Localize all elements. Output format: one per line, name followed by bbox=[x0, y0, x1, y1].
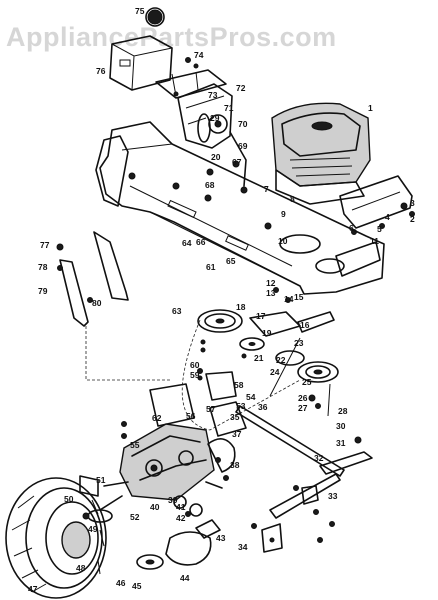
hardware-fasteners bbox=[121, 421, 362, 543]
callout-48: 48 bbox=[76, 563, 86, 573]
callout-35: 35 bbox=[230, 412, 240, 422]
callout-60: 60 bbox=[190, 360, 200, 370]
callout-42: 42 bbox=[176, 513, 186, 523]
callout-38: 38 bbox=[230, 460, 240, 470]
drive-belt-path bbox=[181, 319, 301, 431]
callout-21: 21 bbox=[254, 353, 264, 363]
lift-rod-assembly bbox=[56, 231, 172, 381]
callout-1: 1 bbox=[368, 103, 373, 113]
callout-24: 24 bbox=[270, 367, 280, 377]
callout-28: 28 bbox=[338, 406, 348, 416]
callout-57: 57 bbox=[206, 404, 216, 414]
callout-41: 41 bbox=[176, 502, 186, 512]
callout-61: 61 bbox=[206, 262, 216, 272]
callout-64: 64 bbox=[182, 238, 192, 248]
callout-71: 71 bbox=[224, 103, 234, 113]
rear-wheel-tire bbox=[5, 477, 123, 599]
callout-79: 79 bbox=[38, 286, 48, 296]
callout-10: 10 bbox=[278, 236, 288, 246]
callout-77: 77 bbox=[40, 240, 50, 250]
callout-51: 51 bbox=[96, 475, 106, 485]
callout-9: 9 bbox=[281, 209, 286, 219]
callout-30: 30 bbox=[336, 421, 346, 431]
callout-7: 7 bbox=[264, 184, 269, 194]
callout-39: 39 bbox=[168, 495, 178, 505]
callout-58: 58 bbox=[234, 380, 244, 390]
callout-50: 50 bbox=[64, 494, 74, 504]
callout-78: 78 bbox=[38, 262, 48, 272]
callout-56: 56 bbox=[186, 411, 196, 421]
callout-5: 5 bbox=[377, 224, 382, 234]
callout-67: 67 bbox=[232, 157, 242, 167]
callout-52: 52 bbox=[130, 512, 140, 522]
callout-66: 66 bbox=[196, 237, 206, 247]
callout-15: 15 bbox=[294, 292, 304, 302]
callout-43: 43 bbox=[216, 533, 226, 543]
callout-53: 53 bbox=[236, 401, 246, 411]
callout-76: 76 bbox=[96, 66, 106, 76]
callout-17: 17 bbox=[256, 311, 266, 321]
callout-13: 13 bbox=[266, 288, 276, 298]
callout-65: 65 bbox=[226, 256, 236, 266]
callout-8: 8 bbox=[290, 194, 295, 204]
callout-27: 27 bbox=[298, 403, 308, 413]
callout-labels: 1 2 3 4 5 6 7 8 9 10 11 12 13 14 15 16 1… bbox=[28, 6, 415, 594]
callout-70: 70 bbox=[238, 119, 248, 129]
callout-19: 19 bbox=[262, 328, 272, 338]
callout-25: 25 bbox=[302, 377, 312, 387]
callout-80: 80 bbox=[92, 298, 102, 308]
callout-37: 37 bbox=[232, 429, 242, 439]
drive-pulley-assembly bbox=[197, 287, 339, 417]
clutch-brake-linkage bbox=[235, 405, 373, 553]
idler-bracket bbox=[197, 339, 247, 437]
engine-mount-bracket bbox=[339, 175, 415, 235]
callout-26: 26 bbox=[298, 393, 308, 403]
callout-11: 11 bbox=[370, 236, 379, 246]
callout-44: 44 bbox=[180, 573, 190, 583]
callout-69: 69 bbox=[238, 141, 248, 151]
callout-33: 33 bbox=[328, 491, 338, 501]
callout-59: 59 bbox=[190, 370, 200, 380]
callout-75: 75 bbox=[135, 6, 145, 16]
steering-support-bracket bbox=[155, 57, 227, 99]
callout-68: 68 bbox=[205, 180, 215, 190]
callout-31: 31 bbox=[336, 438, 346, 448]
transaxle bbox=[79, 383, 236, 517]
callout-12: 12 bbox=[266, 278, 276, 288]
callout-62: 62 bbox=[152, 413, 162, 423]
main-frame bbox=[95, 121, 385, 295]
callout-6: 6 bbox=[349, 223, 354, 233]
callout-32: 32 bbox=[314, 453, 324, 463]
steering-gear-assembly bbox=[177, 83, 248, 194]
callout-3: 3 bbox=[410, 198, 415, 208]
callout-16: 16 bbox=[300, 320, 310, 330]
callout-23: 23 bbox=[294, 338, 304, 348]
callout-40: 40 bbox=[150, 502, 160, 512]
callout-45: 45 bbox=[132, 581, 142, 591]
callout-54: 54 bbox=[246, 392, 256, 402]
callout-72: 72 bbox=[236, 83, 246, 93]
callout-63: 63 bbox=[172, 306, 182, 316]
callout-20: 20 bbox=[211, 152, 221, 162]
callout-49: 49 bbox=[88, 524, 98, 534]
callout-47: 47 bbox=[28, 584, 38, 594]
callout-18: 18 bbox=[236, 302, 246, 312]
callout-55: 55 bbox=[130, 440, 140, 450]
lower-belt-assembly bbox=[136, 511, 221, 570]
callout-36: 36 bbox=[258, 402, 268, 412]
callout-14: 14 bbox=[284, 294, 294, 304]
callout-73: 73 bbox=[208, 90, 218, 100]
callout-34: 34 bbox=[238, 542, 248, 552]
callout-29: 29 bbox=[210, 113, 220, 123]
battery bbox=[109, 7, 173, 91]
callout-4: 4 bbox=[385, 212, 390, 222]
callout-46: 46 bbox=[116, 578, 126, 588]
callout-22: 22 bbox=[276, 355, 286, 365]
callout-2: 2 bbox=[410, 214, 415, 224]
engine bbox=[271, 102, 371, 205]
callout-74: 74 bbox=[194, 50, 204, 60]
